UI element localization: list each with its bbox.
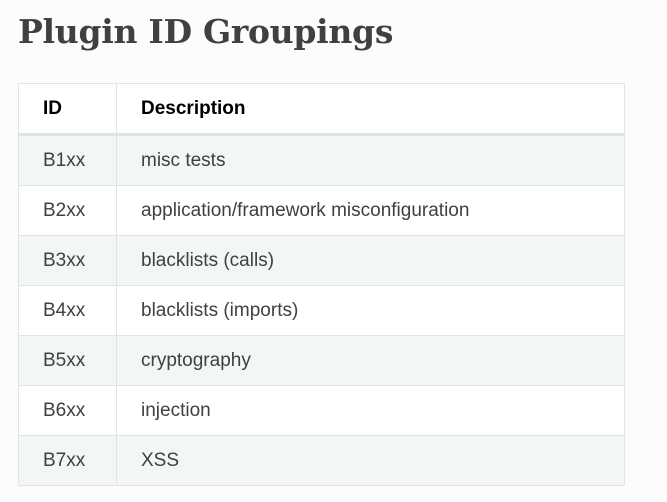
column-header-id: ID [18,83,117,136]
cell-description: cryptography [116,335,625,386]
document-section: Plugin ID Groupings ID Description B1xx … [18,0,625,486]
table-row: B1xx misc tests [18,134,625,186]
table-row: B6xx injection [18,385,625,436]
cell-description: application/framework misconfiguration [116,185,625,236]
table-row: B7xx XSS [18,435,625,486]
cell-id: B2xx [18,185,117,236]
cell-id: B5xx [18,335,117,386]
column-header-description: Description [116,83,625,136]
table-row: B2xx application/framework misconfigurat… [18,185,625,236]
cell-description: injection [116,385,625,436]
cell-description: XSS [116,435,625,486]
cell-description: blacklists (imports) [116,285,625,336]
table-row: B4xx blacklists (imports) [18,285,625,336]
table-row: B3xx blacklists (calls) [18,235,625,286]
table-header: ID Description [18,83,625,136]
cell-id: B7xx [18,435,117,486]
cell-description: blacklists (calls) [116,235,625,286]
table-body: B1xx misc tests B2xx application/framewo… [18,134,625,486]
cell-id: B1xx [18,134,117,186]
plugin-id-table: ID Description B1xx misc tests B2xx appl… [18,83,625,486]
cell-id: B6xx [18,385,117,436]
table-header-row: ID Description [18,83,625,136]
table-row: B5xx cryptography [18,335,625,386]
section-heading: Plugin ID Groupings [18,12,394,51]
cell-description: misc tests [116,134,625,186]
cell-id: B3xx [18,235,117,286]
cell-id: B4xx [18,285,117,336]
